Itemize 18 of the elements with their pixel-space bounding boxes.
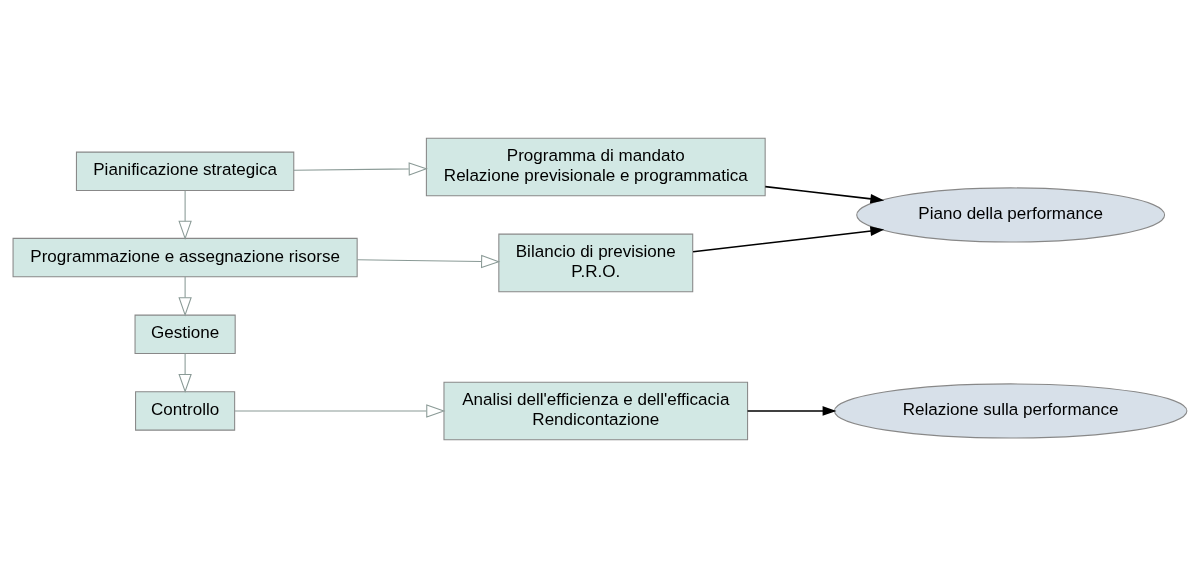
node-ellipse: Piano della performance [856,187,1166,243]
arrow [764,185,885,204]
arrow [692,226,885,253]
node-box: Pianificazione strategica [75,151,295,191]
node-box: Controllo [135,391,236,431]
arrow [356,254,501,269]
node-box: Analisi dell'efficienza e dell'efficacia Rendicontazione [443,381,749,441]
node-box: Programmazione e assegnazione risorse [12,237,358,278]
node-box: Programma di mandato Relazione previsionale e programmatica [425,137,766,197]
node-box: Bilancio di previsione P.R.O. [498,233,694,293]
arrow [178,190,192,240]
arrow [178,276,192,317]
node-ellipse: Relazione sulla performance [833,383,1188,439]
arrow [178,352,192,394]
arrow [234,404,446,418]
arrow [746,406,837,416]
node-box: Gestione [134,314,236,354]
arrow [293,162,428,176]
